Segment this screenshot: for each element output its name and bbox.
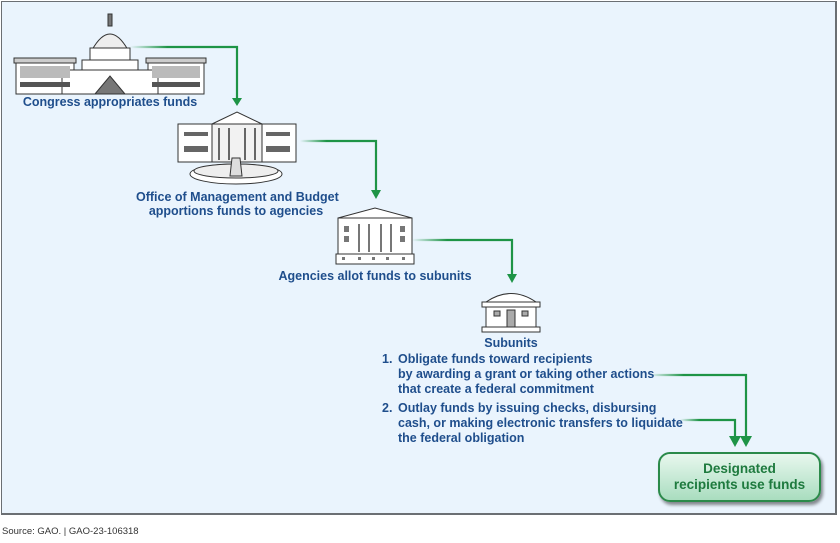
- arrow-congress-to-omb: [130, 45, 239, 100]
- flow-arrows: [130, 45, 752, 447]
- arrow-obligate-to-recipients: [650, 373, 748, 438]
- action-number: 1.: [382, 352, 393, 366]
- arrow-agencies-to-subunits: [412, 238, 514, 276]
- white-house-icon: [177, 111, 297, 185]
- subunit-building-icon: [481, 293, 541, 333]
- recipients-box: Designated recipients use funds: [658, 452, 821, 502]
- action-item-outlay: 2. Outlay funds by issuing checks, disbu…: [382, 401, 683, 446]
- subunits-label: Subunits: [484, 336, 538, 350]
- action-item-obligate: 1. Obligate funds toward recipients by a…: [382, 352, 683, 397]
- agencies-label: Agencies allot funds to subunits: [278, 269, 472, 283]
- omb-label-line2: apportions funds to agencies: [148, 204, 324, 218]
- agency-building-icon: [335, 207, 415, 265]
- action-text: Outlay funds by issuing checks, disbursi…: [398, 401, 683, 445]
- congress-label: Congress appropriates funds: [22, 95, 198, 109]
- subunit-actions-list: 1. Obligate funds toward recipients by a…: [382, 352, 683, 450]
- source-note: Source: GAO. | GAO-23-106318: [2, 526, 139, 537]
- action-text: Obligate funds toward recipients by awar…: [398, 352, 655, 396]
- arrow-outlay-to-recipients: [680, 418, 737, 438]
- arrow-omb-to-agencies: [300, 139, 378, 192]
- capitol-icon: [13, 13, 207, 95]
- action-number: 2.: [382, 401, 393, 415]
- omb-label-line1: Office of Management and Budget: [136, 190, 339, 204]
